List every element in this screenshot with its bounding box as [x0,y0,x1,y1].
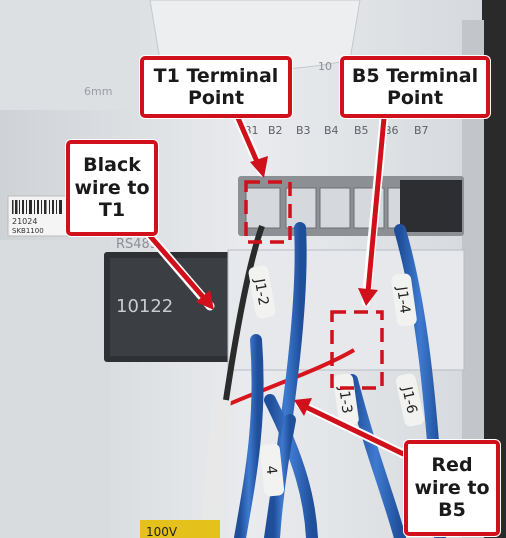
wire-tag: J1-2 [248,265,276,319]
terminal-label-b7: B7 [414,124,429,137]
label-6mm: 6mm [84,85,112,98]
wire-tag-text: 4 [263,465,280,476]
barcode-sticker: 21024 SKB1100 [7,195,71,237]
connector-dark-cap [400,180,462,232]
terminal-label-b4: B4 [324,124,339,137]
bottom-sticker [140,520,220,538]
label-rs485: RS485 [116,237,158,252]
black-wire [223,225,265,401]
wire-tag-text: J1-6 [398,384,419,415]
terminal-label-b5: B5 [354,124,369,137]
housing-right-bevel [462,20,484,538]
arrow-t1-head [250,156,268,178]
arrow-b5-head [358,288,378,306]
housing-top-left-plate [0,0,140,110]
callout-black-text: Black wire to T1 [74,154,150,222]
wire-tag: J1-6 [395,373,425,427]
callout-red-wire: Red wire to B5 [404,440,500,536]
callout-b5-terminal: B5 Terminal Point [340,56,490,118]
arrow-red [305,405,423,465]
arrow-black [147,233,207,301]
terminal-label-b3: B3 [296,124,311,137]
housing-lower-left [0,240,110,538]
wire-tag-text: J1-4 [393,285,413,315]
wire-tag: 4 [259,443,285,497]
callout-t1-terminal: T1 Terminal Point [140,56,292,118]
b5-highlight-box [330,310,384,390]
barcode-line2: SKB1100 [12,227,44,235]
callout-arrows-red [147,115,423,465]
terminal-label-b6: B6 [384,124,399,137]
callout-red-text: Red wire to B5 [414,454,490,522]
bottom-sticker-text: 100V [146,525,178,538]
callout-black-wire: Black wire to T1 [66,140,158,236]
arrow-b5 [365,115,387,295]
module-number: 10122 [116,296,173,317]
wire-tag-text: J1-2 [251,277,272,307]
terminal-label-b2: B2 [268,124,283,137]
wire-tag: J1-4 [391,273,417,327]
wire-tags: J1-2 J1-4J1-3 J1-6 4 [248,265,425,497]
callout-t1-text: T1 Terminal Point [153,64,279,109]
grey-cable [199,399,231,538]
barcode-line1: 21024 [12,217,37,226]
label-top-right: 10 [318,60,332,73]
callout-b5-text: B5 Terminal Point [351,64,479,109]
arrow-black-head [196,290,214,310]
rs485-module: 10122 [104,252,234,362]
wire-tag-text: J1-3 [335,385,355,415]
arrow-red-head [294,398,312,416]
t1-highlight-box [244,180,292,244]
arrow-t1 [235,115,261,167]
